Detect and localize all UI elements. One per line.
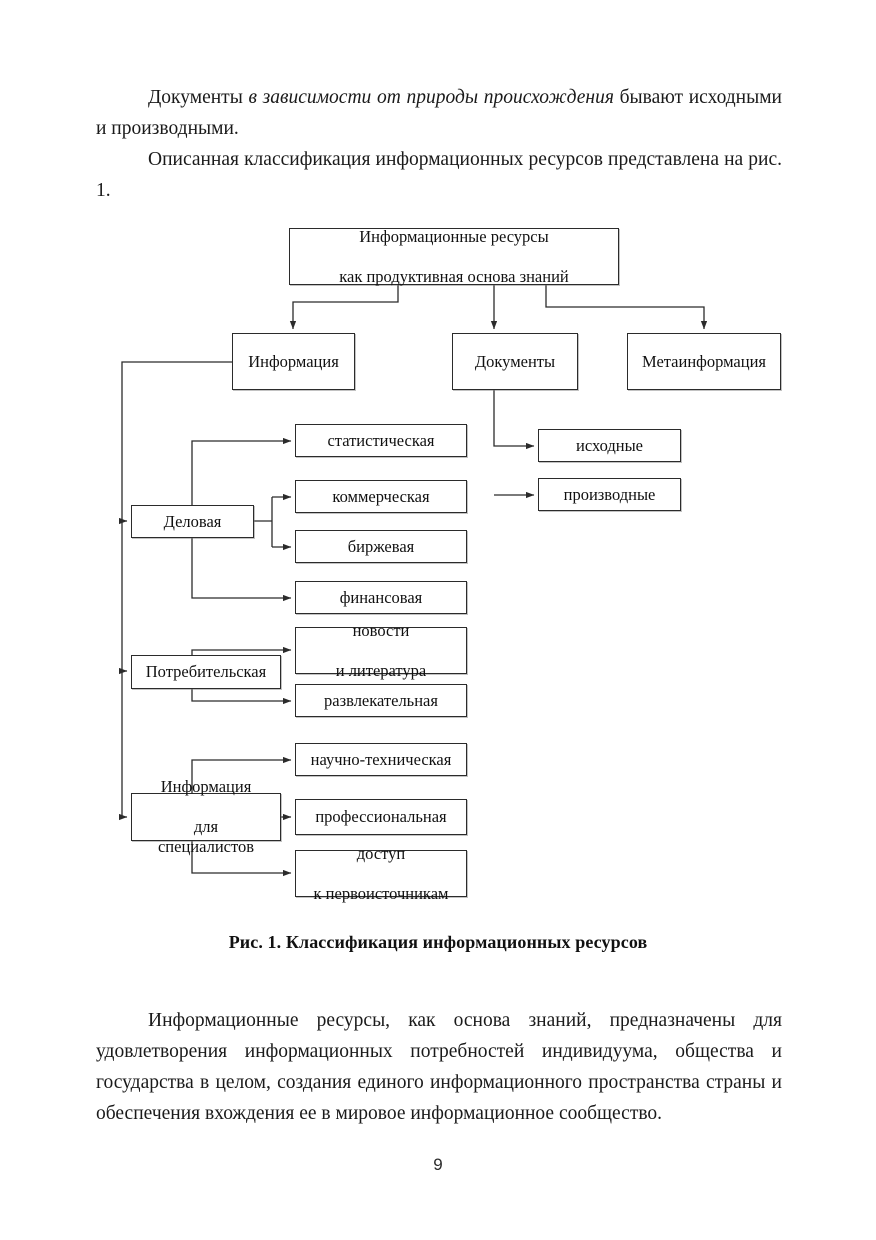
node-birzhevaya-label: биржевая bbox=[347, 536, 415, 556]
paragraph-information-resources-purpose: Информационные ресурсы, как основа знани… bbox=[96, 1010, 782, 1124]
node-metainformatsiya[interactable]: Метаинформация bbox=[627, 333, 781, 390]
node-root-information-resources[interactable]: Информационные ресурсы как продуктивная … bbox=[289, 227, 619, 287]
node-delovaya[interactable]: Деловая bbox=[131, 505, 254, 538]
node-iskhodnye-label: исходные bbox=[576, 435, 643, 455]
node-iskhodnye[interactable]: исходные bbox=[538, 429, 681, 462]
page-number: 9 bbox=[433, 1155, 443, 1174]
paragraph-text-part2: бывают исходными и производными. bbox=[96, 87, 782, 139]
node-informatsiya-dlya-spetsialistov[interactable]: Информация для специалистов bbox=[131, 777, 281, 856]
node-birzhevaya[interactable]: биржевая bbox=[295, 530, 467, 563]
node-root-label: Информационные ресурсы как продуктивная … bbox=[327, 227, 580, 287]
node-proizvodnye[interactable]: производные bbox=[538, 478, 681, 511]
node-finansovaya-label: финансовая bbox=[339, 587, 423, 607]
node-dokumenty-label: Документы bbox=[474, 351, 556, 371]
node-proizvodnye-label: производные bbox=[563, 484, 656, 504]
paragraph-text-part1: Документы bbox=[148, 87, 249, 108]
paragraph-italic-phrase: в зависимости от природы происхождения bbox=[248, 87, 614, 108]
node-dostup-line2: к первоисточникам bbox=[313, 883, 449, 903]
node-dostup-line1: доступ bbox=[356, 843, 406, 863]
node-dokumenty[interactable]: Документы bbox=[452, 333, 578, 390]
node-spetsialisty-line1: Информация bbox=[160, 777, 252, 796]
node-statisticheskaya[interactable]: статистическая bbox=[295, 424, 467, 457]
node-finansovaya[interactable]: финансовая bbox=[295, 581, 467, 614]
node-nauchno-tehnicheskaya[interactable]: научно-техническая bbox=[295, 743, 467, 776]
node-spetsialisty-line2: для специалистов bbox=[157, 817, 255, 856]
node-dostup-label: доступ к первоисточникам bbox=[302, 844, 461, 904]
node-root-line1: Информационные ресурсы bbox=[359, 226, 549, 246]
node-root-line2: как продуктивная основа знаний bbox=[339, 266, 569, 286]
node-informatsiya[interactable]: Информация bbox=[232, 333, 355, 390]
node-novosti-i-literatura[interactable]: новости и литература bbox=[295, 621, 467, 680]
node-professionalnaya[interactable]: профессиональная bbox=[295, 799, 467, 835]
node-metainformatsiya-label: Метаинформация bbox=[641, 351, 767, 371]
node-razvlekatelnaya[interactable]: развлекательная bbox=[295, 684, 467, 717]
node-potrebitelskaya-label: Потребительская bbox=[145, 662, 267, 681]
node-kommercheskaya-label: коммерческая bbox=[332, 486, 430, 506]
node-dostup-k-pervoistochnikam[interactable]: доступ к первоисточникам bbox=[295, 844, 467, 903]
node-potrebitelskaya[interactable]: Потребительская bbox=[131, 655, 281, 689]
node-informatsiya-label: Информация bbox=[248, 351, 339, 371]
node-razvlekatelnaya-label: развлекательная bbox=[324, 690, 438, 710]
node-statisticheskaya-label: статистическая bbox=[327, 430, 435, 450]
node-novosti-line1: новости bbox=[352, 620, 410, 640]
node-spetsialisty-label: Информация для специалистов bbox=[132, 777, 280, 857]
node-delovaya-label: Деловая bbox=[163, 511, 222, 531]
node-novosti-label: новости и литература bbox=[324, 621, 439, 681]
node-nauchno-tehnicheskaya-label: научно-техническая bbox=[310, 749, 452, 769]
figure-caption: Рис. 1. Классификация информационных рес… bbox=[228, 932, 648, 952]
node-professionalnaya-label: профессиональная bbox=[315, 807, 447, 826]
node-kommercheskaya[interactable]: коммерческая bbox=[295, 480, 467, 513]
node-novosti-line2: и литература bbox=[335, 660, 427, 680]
paragraph-documents-origin: Документы в зависимости от природы проис… bbox=[96, 82, 782, 144]
paragraph-classification-intro: Описанная классификация информационных р… bbox=[96, 149, 782, 201]
